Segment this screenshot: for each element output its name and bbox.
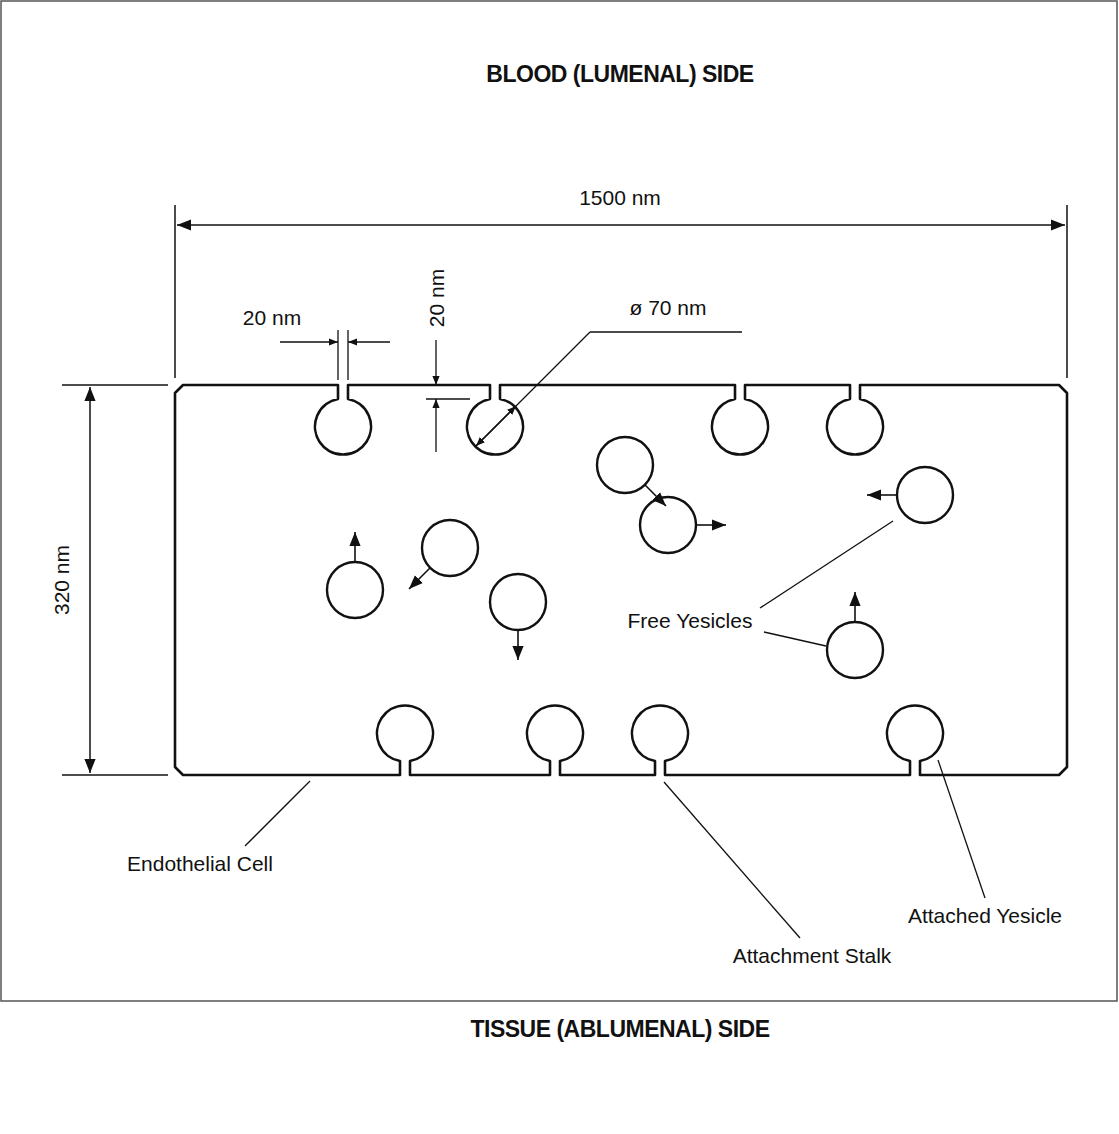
- motion-arrow: [409, 568, 430, 589]
- free-vesicle: [640, 497, 696, 553]
- motion-arrow: [696, 524, 726, 526]
- part-label: Free Yesicles: [626, 609, 755, 632]
- dimension-label: 20 nm: [241, 306, 303, 329]
- side-heading: TISSUE (ABLUMENAL) SIDE: [469, 1017, 772, 1042]
- motion-arrow: [867, 494, 897, 496]
- part-label: Endothelial Cell: [125, 852, 275, 875]
- part-label: Attachment Stalk: [731, 944, 894, 967]
- height-dimension: [62, 385, 168, 775]
- motion-arrow: [645, 485, 666, 506]
- part-label: Attached Yesicle: [906, 904, 1064, 927]
- diameter-dimension: [476, 332, 742, 446]
- free-vesicle: [827, 622, 883, 678]
- stalk-length-dimension: [426, 340, 470, 452]
- free-vesicle: [327, 562, 383, 618]
- motion-arrow: [854, 592, 856, 622]
- stalk-width-dimension: [280, 330, 390, 380]
- dimension-label: 1500 nm: [577, 186, 663, 209]
- endothelial-cell-outline: [175, 385, 1067, 775]
- free-vesicles: [327, 437, 953, 678]
- free-vesicle: [897, 467, 953, 523]
- free-vesicle: [490, 574, 546, 630]
- dimension-label: 320 nm: [50, 543, 73, 617]
- leader-lines: [245, 521, 985, 938]
- free-vesicle: [597, 437, 653, 493]
- dimension-label: ø 70 nm: [627, 296, 708, 319]
- side-heading: BLOOD (LUMENAL) SIDE: [486, 62, 753, 87]
- dimension-label: 20 nm: [425, 267, 448, 329]
- width-dimension: [175, 205, 1067, 378]
- free-vesicle: [422, 520, 478, 576]
- frame: [1, 1, 1117, 1001]
- motion-arrow: [354, 532, 356, 562]
- motion-arrow: [517, 630, 519, 660]
